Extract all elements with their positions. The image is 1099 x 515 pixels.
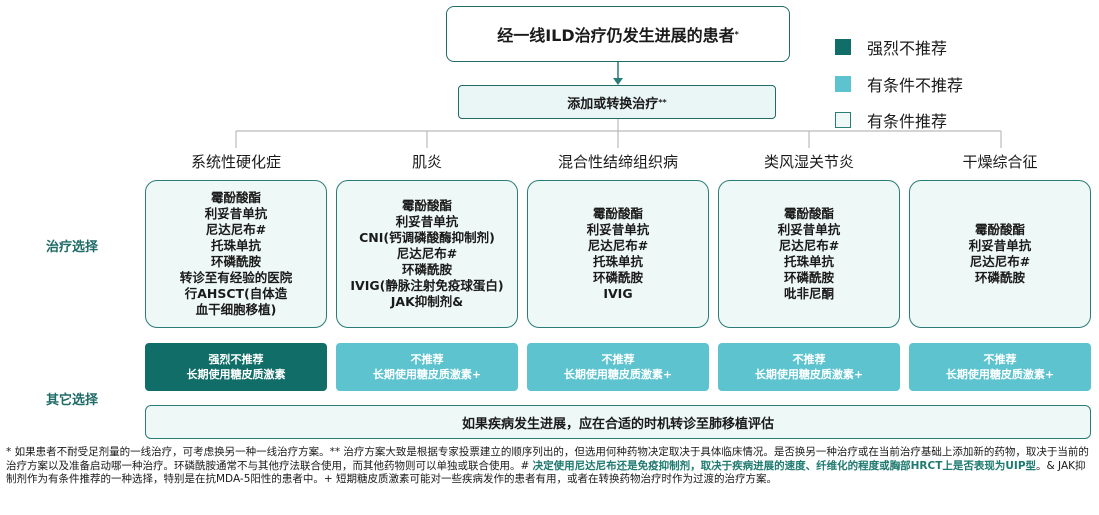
other-option-line2: 长期使用糖皮质激素 xyxy=(186,368,286,381)
legend-item-conditional-against: 有条件不推荐 xyxy=(835,72,963,96)
legend-label: 有条件不推荐 xyxy=(867,76,964,95)
treatment-item: CNI(钙调磷酸酶抑制剂) xyxy=(359,230,495,245)
other-option-line1: 强烈不推荐 xyxy=(208,353,264,366)
column-title-sjogren: 干燥综合征 xyxy=(962,153,1038,171)
treatment-item: IVIG(静脉注射免疫球蛋白) xyxy=(350,278,504,293)
other-option-myositis: 不推荐 长期使用糖皮质激素+ xyxy=(336,343,518,391)
treatment-item: 利妥昔单抗 xyxy=(777,222,841,237)
add-or-switch-text: 添加或转换治疗 xyxy=(567,96,659,112)
column-title-mctd: 混合性结缔组织病 xyxy=(557,153,678,171)
legend-swatch-strong xyxy=(835,39,851,55)
row-label-treatment: 治疗选择 xyxy=(46,240,99,255)
other-option-line1: 不推荐 xyxy=(792,353,826,366)
legend-label: 有条件推荐 xyxy=(867,112,948,131)
treatment-item: JAK抑制剂& xyxy=(390,294,464,309)
legend-item-strong-against: 强烈不推荐 xyxy=(835,35,947,59)
other-option-line1: 不推荐 xyxy=(601,353,635,366)
row-label-other: 其它选择 xyxy=(46,393,99,408)
treatment-item: 环磷酰胺 xyxy=(592,270,643,285)
treatment-box-myositis: 霉酚酸酯 利妥昔单抗 CNI(钙调磷酸酶抑制剂) 尼达尼布# 环磷酰胺 IVIG… xyxy=(336,180,518,328)
treatment-item: 尼达尼布# xyxy=(205,222,267,237)
other-option-ra: 不推荐 长期使用糖皮质激素+ xyxy=(718,343,900,391)
treatment-item: 利妥昔单抗 xyxy=(968,238,1032,253)
legend-swatch-conditional-for xyxy=(835,112,851,128)
add-or-switch-box: 添加或转换治疗** xyxy=(458,85,776,119)
treatment-item: 尼达尼布# xyxy=(969,254,1031,269)
treatment-item: 霉酚酸酯 xyxy=(783,206,834,221)
treatment-item: 血干细胞移植) xyxy=(195,302,277,317)
treatment-item: 托珠单抗 xyxy=(592,254,643,269)
footnote-highlight: 决定使用尼达尼布还是免疫抑制剂，取决于疾病进展的速度、纤维化的程度或胸部HRCT… xyxy=(532,459,1037,472)
treatment-box-sjogren: 霉酚酸酯 利妥昔单抗 尼达尼布# 环磷酰胺 xyxy=(909,180,1091,328)
treatment-item: 环磷酰胺 xyxy=(974,270,1025,285)
treatment-item: 霉酚酸酯 xyxy=(210,190,261,205)
treatment-item: 环磷酰胺 xyxy=(401,262,452,277)
treatment-item: 转诊至有经验的医院 xyxy=(179,270,293,285)
lung-transplant-box: 如果疾病发生进展，应在合适的时机转诊至肺移植评估 xyxy=(145,405,1091,439)
treatment-item: 尼达尼布# xyxy=(778,238,840,253)
column-title-ssc: 系统性硬化症 xyxy=(190,153,281,171)
treatment-item: 环磷酰胺 xyxy=(783,270,834,285)
other-option-line2: 长期使用糖皮质激素+ xyxy=(754,368,864,381)
treatment-item: 托珠单抗 xyxy=(783,254,834,269)
other-option-line2: 长期使用糖皮质激素+ xyxy=(563,368,673,381)
treatment-box-ra: 霉酚酸酯 利妥昔单抗 尼达尼布# 托珠单抗 环磷酰胺 吡非尼酮 xyxy=(718,180,900,328)
treatment-item: 霉酚酸酯 xyxy=(592,206,643,221)
treatment-item: 吡非尼酮 xyxy=(783,286,834,301)
legend-label: 强烈不推荐 xyxy=(867,39,948,58)
legend-item-conditional-for: 有条件推荐 xyxy=(835,108,947,132)
treatment-item: 霉酚酸酯 xyxy=(974,222,1025,237)
initial-patient-text: 经一线ILD治疗仍发生进展的患者 xyxy=(497,26,735,45)
treatment-box-mctd: 霉酚酸酯 利妥昔单抗 尼达尼布# 托珠单抗 环磷酰胺 IVIG xyxy=(527,180,709,328)
other-option-mctd: 不推荐 长期使用糖皮质激素+ xyxy=(527,343,709,391)
legend-swatch-conditional-against xyxy=(835,76,851,92)
treatment-item: 利妥昔单抗 xyxy=(204,206,268,221)
treatment-item: IVIG xyxy=(603,286,633,301)
treatment-item: 托珠单抗 xyxy=(210,238,261,253)
treatment-item: 利妥昔单抗 xyxy=(395,214,459,229)
treatment-item: 利妥昔单抗 xyxy=(586,222,650,237)
treatment-item: 尼达尼布# xyxy=(587,238,649,253)
initial-patient-mark: * xyxy=(734,29,739,39)
footnote-text-part2: 。& JAK抑制剂作为有条件推荐的一种选择，特别是在抗MDA-5阳性的患者中。+… xyxy=(6,459,1086,486)
treatment-item: 行AHSCT(自体造 xyxy=(184,286,288,301)
treatment-box-ssc: 霉酚酸酯 利妥昔单抗 尼达尼布# 托珠单抗 环磷酰胺 转诊至有经验的医院 行AH… xyxy=(145,180,327,328)
treatment-item: 尼达尼布# xyxy=(396,246,458,261)
add-or-switch-mark: ** xyxy=(658,97,667,107)
column-title-myositis: 肌炎 xyxy=(411,153,442,171)
footnote-text-part1: * 如果患者不耐受足剂量的一线治疗，可考虑换另一种一线治疗方案。** 治疗方案大… xyxy=(6,446,1089,472)
treatment-item: 环磷酰胺 xyxy=(210,254,261,269)
column-title-ra: 类风湿关节炎 xyxy=(763,153,854,171)
other-option-sjogren: 不推荐 长期使用糖皮质激素+ xyxy=(909,343,1091,391)
footnote: * 如果患者不耐受足剂量的一线治疗，可考虑换另一种一线治疗方案。** 治疗方案大… xyxy=(6,446,1096,487)
other-option-line1: 不推荐 xyxy=(983,353,1017,366)
other-option-line2: 长期使用糖皮质激素+ xyxy=(945,368,1055,381)
treatment-item: 霉酚酸酯 xyxy=(401,198,452,213)
other-option-line1: 不推荐 xyxy=(410,353,444,366)
initial-patient-box: 经一线ILD治疗仍发生进展的患者* xyxy=(446,6,790,62)
other-option-ssc: 强烈不推荐 长期使用糖皮质激素 xyxy=(145,343,327,391)
other-option-line2: 长期使用糖皮质激素+ xyxy=(372,368,482,381)
